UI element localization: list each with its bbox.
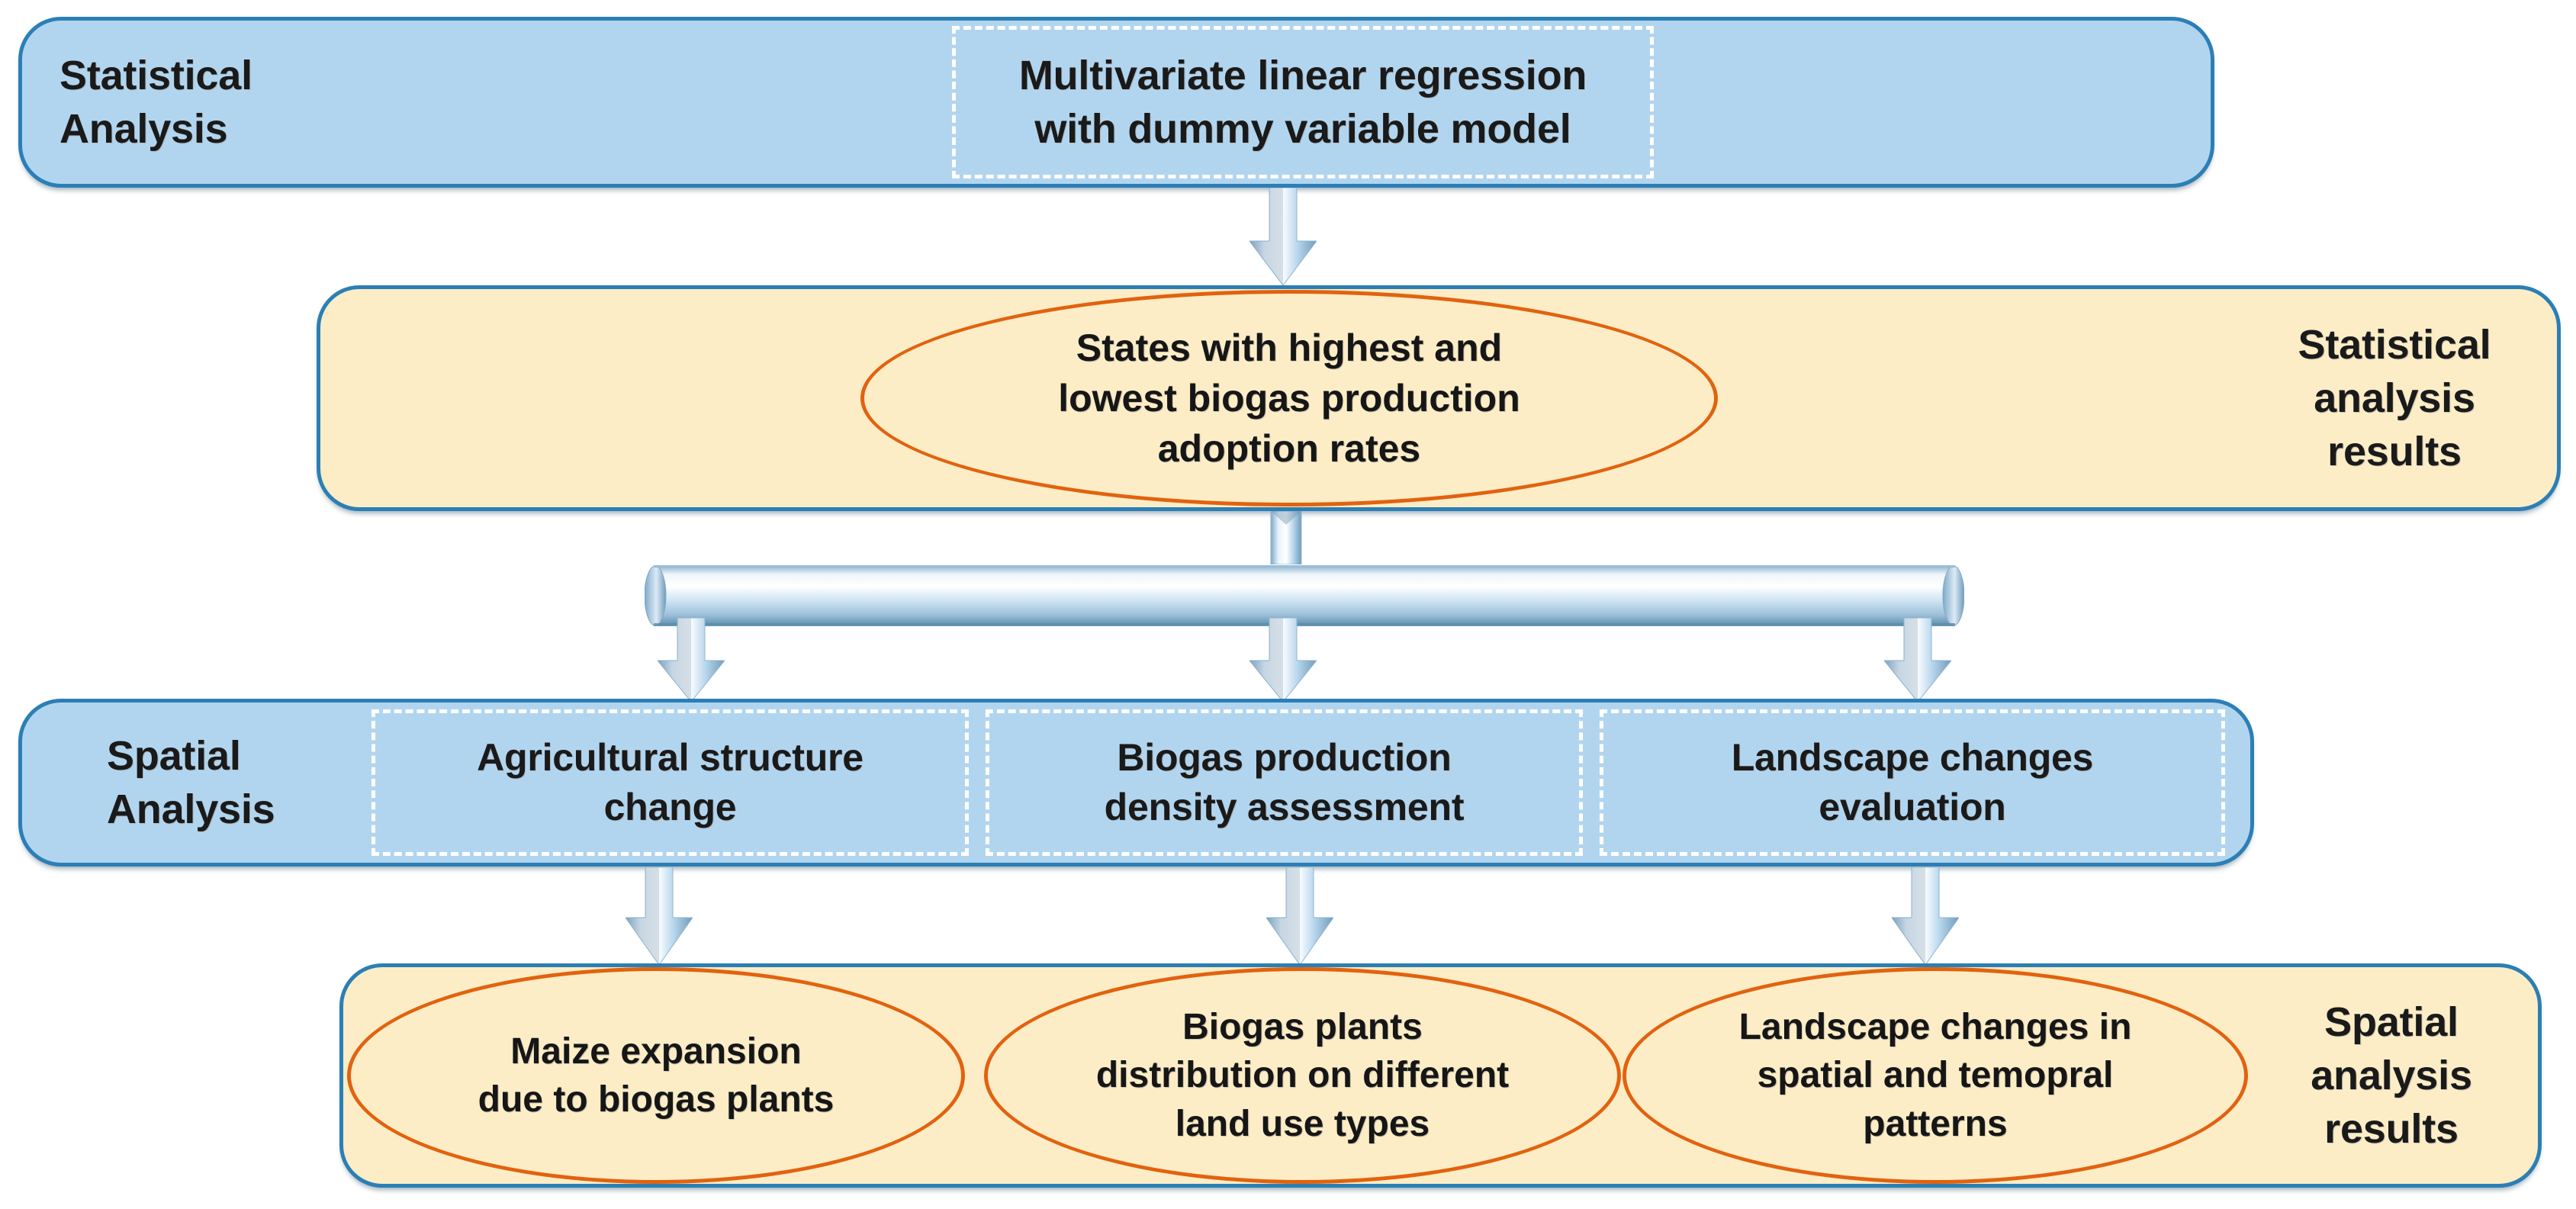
arrow-row3-to-row4-right-icon	[1892, 867, 1959, 965]
ellipse-plants-distribution[interactable]: Biogas plants distribution on different …	[984, 967, 1621, 1184]
box-agri-structure-label: Agricultural structure change	[477, 736, 863, 828]
arrow-split-right-icon	[1884, 618, 1951, 702]
ellipse-maize-expansion-label: Maize expansion due to biogas plants	[478, 1031, 835, 1120]
ellipse-states-rates[interactable]: States with highest and lowest biogas pr…	[860, 290, 1718, 506]
result-label-spatial: Spatial analysis results	[2311, 998, 2472, 1153]
ellipse-landscape-patterns-label: Landscape changes in spatial and temopra…	[1738, 1006, 2132, 1144]
box-landscape-changes-label: Landscape changes evaluation	[1731, 736, 2094, 828]
arrow-row3-to-row4-center-icon	[1266, 867, 1333, 965]
box-mlr-dummy-label: Multivariate linear regression with dumm…	[1018, 52, 1587, 152]
box-landscape-changes[interactable]: Landscape changes evaluation	[1600, 709, 2225, 856]
box-agri-structure[interactable]: Agricultural structure change	[371, 709, 969, 856]
ellipse-states-rates-label: States with highest and lowest biogas pr…	[1058, 326, 1520, 470]
arrow-split-center-icon	[1249, 618, 1317, 702]
ellipse-plants-distribution-label: Biogas plants distribution on different …	[1095, 1006, 1510, 1144]
ellipse-maize-expansion[interactable]: Maize expansion due to biogas plants	[347, 967, 965, 1184]
arrow-row3-to-row4-left-icon	[626, 867, 693, 965]
box-mlr-dummy[interactable]: Multivariate linear regression with dumm…	[952, 26, 1654, 178]
row-spatial-analysis-band	[18, 699, 2254, 867]
arrow-split-left-icon	[658, 618, 725, 702]
arrow-row2-to-splitbar-icon	[1266, 511, 1306, 564]
stage-label-statistical-analysis: Statistical Analysis	[59, 52, 252, 152]
arrow-row1-to-row2-icon	[1249, 188, 1317, 285]
box-biogas-density[interactable]: Biogas production density assessment	[986, 709, 1583, 856]
row-statistical-analysis-band	[18, 17, 2214, 188]
split-bar-row2-to-row3-icon	[645, 563, 1964, 629]
box-biogas-density-label: Biogas production density assessment	[1104, 736, 1465, 828]
stage-label-spatial-analysis: Spatial Analysis	[107, 732, 275, 832]
ellipse-landscape-patterns[interactable]: Landscape changes in spatial and temopra…	[1622, 967, 2248, 1184]
result-label-statistical: Statistical analysis results	[2298, 321, 2491, 475]
